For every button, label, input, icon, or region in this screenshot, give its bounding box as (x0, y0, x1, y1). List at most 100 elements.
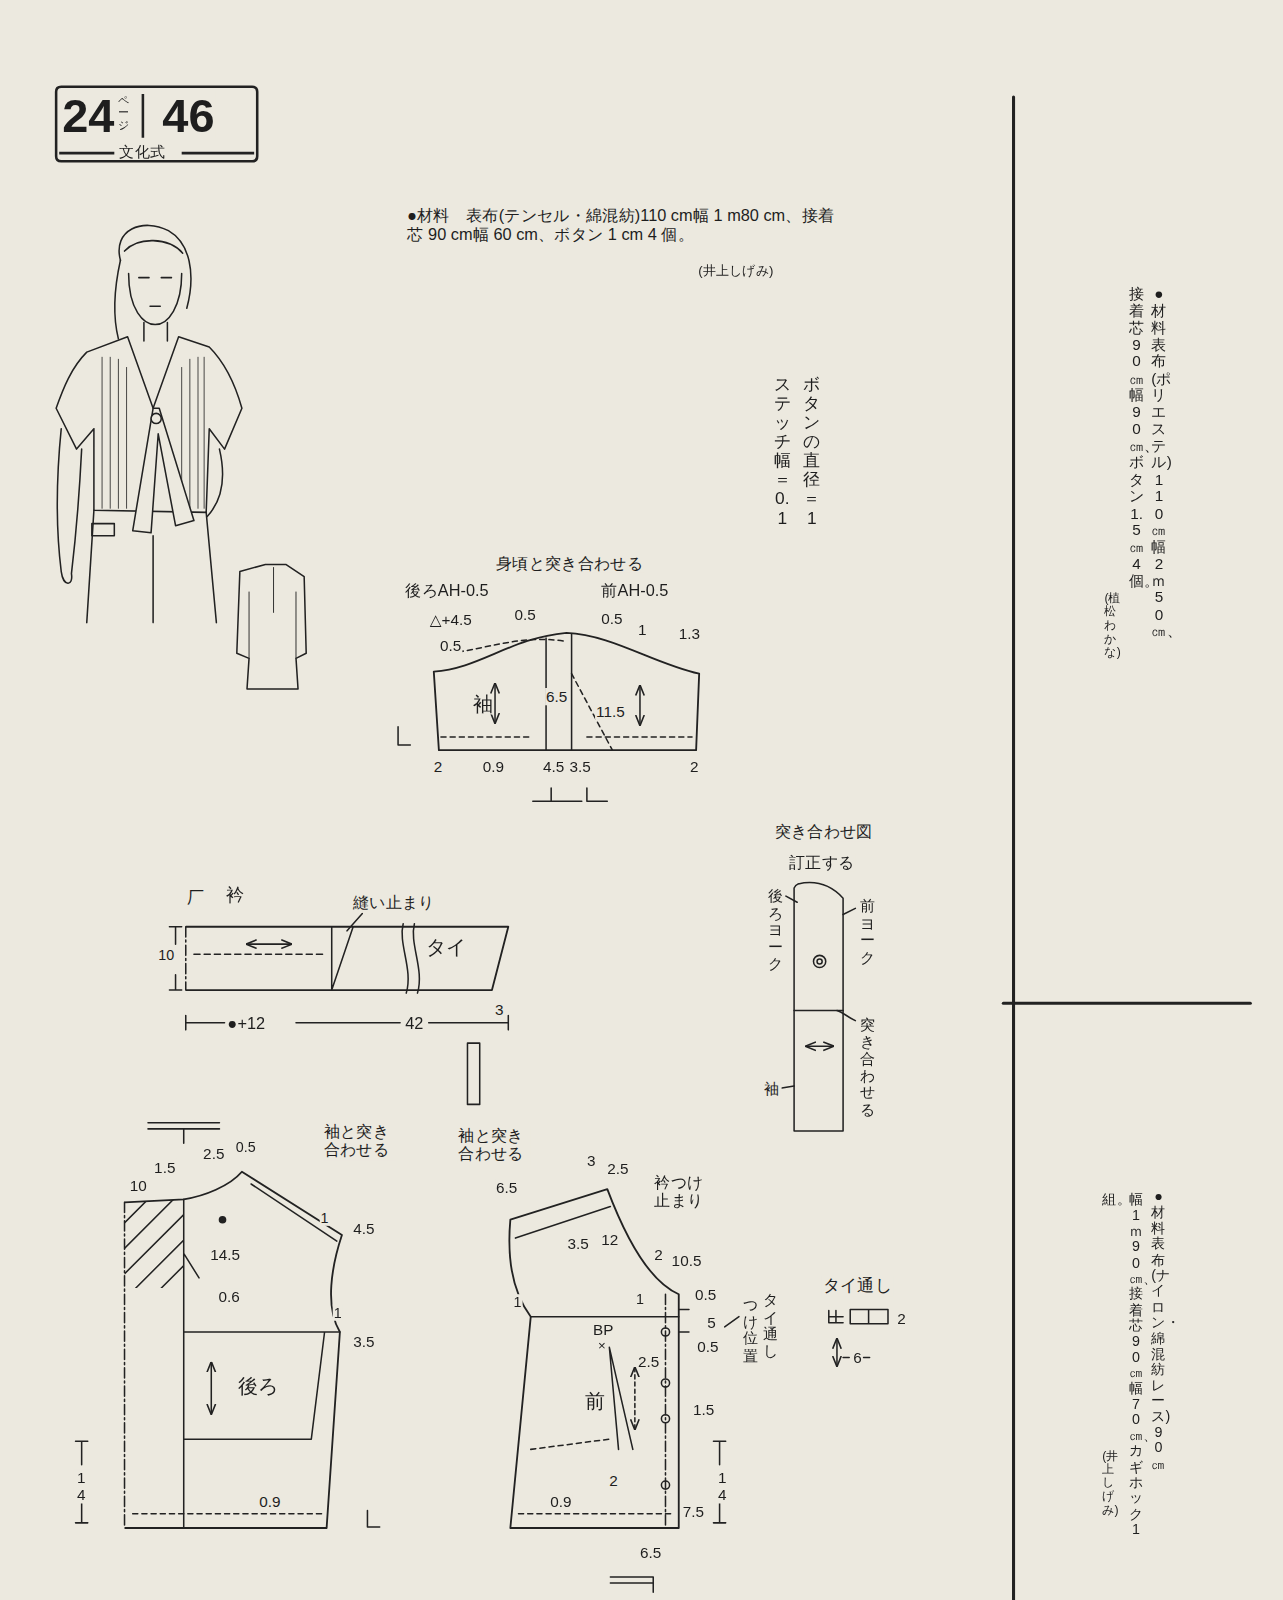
dimension-number: 0.5 (235, 1139, 257, 1155)
piece-outline-path (186, 927, 509, 990)
back-detail-part (112, 1153, 194, 1362)
panel-rule-part (1003, 1002, 1250, 1005)
dimension-number: ●+12 (227, 1015, 267, 1034)
dimension-number: 2.5 (637, 1352, 660, 1370)
back-detail-part (219, 1217, 225, 1223)
annotation-text: 袖と突き 合わせる (457, 1127, 530, 1165)
figure-illustration-part (87, 510, 217, 622)
front-detail-part (519, 1439, 674, 1514)
butted-seam-diagram-part (794, 883, 843, 1131)
dimension-number: 14.5 (209, 1245, 241, 1263)
dimension-number: 0.5 (513, 605, 536, 623)
front-detail-part (665, 1294, 667, 1528)
sleeve-detail-part (441, 639, 692, 750)
dimension-number: 1.3 (678, 625, 701, 643)
dimension-number: 0.9 (549, 1492, 572, 1510)
front-detail-part (610, 1577, 653, 1592)
figure-illustration-part (237, 564, 306, 689)
butted-seam-diagram (782, 883, 855, 1131)
annotation-text: ●材料 表布(ポリエステル)110㎝幅2ｍ50㎝、 (1151, 286, 1166, 640)
dimension-number: 0.5 (600, 609, 623, 627)
dimension-number: △+4.5 (429, 610, 473, 628)
dimension-number: 2.5 (202, 1145, 225, 1163)
figure-illustration (56, 225, 306, 689)
annotation-text: つけ位置 (743, 1296, 758, 1363)
dimension-number: 6.5 (495, 1179, 518, 1197)
figure-illustration-part (129, 274, 182, 325)
butted-seam-diagram-part (813, 955, 825, 967)
pattern-art-part (56, 97, 1250, 1600)
sleeve-detail-part (494, 684, 496, 723)
dimension-number: 1.5 (692, 1400, 715, 1418)
dimension-number: 5 (706, 1314, 717, 1332)
dimension-number: 2 (896, 1310, 907, 1328)
butted-seam-diagram-part (794, 1010, 843, 1012)
collar-detail-part (247, 943, 291, 945)
annotation-text: ボタンの直径＝1 (803, 376, 820, 529)
annotation-text: ステッチ幅＝0.1 (774, 376, 791, 529)
tie-loop-piece-part (836, 1339, 838, 1366)
collar-detail-part (185, 927, 187, 990)
piece-name: 24 (61, 92, 115, 139)
piece-text: ページ (118, 94, 129, 131)
annotation-text: 組。 (1102, 1192, 1116, 1208)
dimension-number: 6.5 (545, 688, 568, 706)
dimension-number: 4.5 (352, 1220, 375, 1238)
piece-text: 文化式 (118, 144, 166, 159)
dimension-number: 1 (512, 1294, 522, 1310)
front-detail-part (515, 1206, 678, 1449)
back-detail-part (124, 1202, 126, 1528)
figure-illustration-part (139, 278, 172, 307)
back-detail (76, 1123, 380, 1528)
dimension-number: 0.5 (694, 1286, 717, 1304)
annotation-text: 後ろヨーク (768, 888, 783, 972)
tie-loop-piece (829, 1310, 888, 1366)
collar-detail (169, 914, 508, 1105)
butted-seam-diagram-part (782, 896, 855, 1088)
back-detail-part-part (112, 1153, 194, 1362)
dimension-number: 0.9 (258, 1492, 281, 1510)
annotation-text: タイ通し (822, 1276, 893, 1296)
dimension-number: 3 (586, 1151, 597, 1169)
figure-illustration-part (115, 260, 121, 339)
butted-seam-diagram-part (817, 959, 822, 964)
sleeve-detail-part (639, 686, 641, 725)
dimension-number: 4.5 (542, 757, 565, 775)
dimension-number: 10 (129, 1177, 148, 1195)
sleeve-detail (398, 634, 692, 801)
dimension-number: 1 (333, 1304, 343, 1320)
dimension-number: 3.5 (566, 1235, 589, 1253)
dimension-number: 2 (608, 1472, 619, 1490)
annotation-text: BP (592, 1321, 614, 1339)
figure-illustration-part (144, 323, 167, 341)
annotation-text: (植松わかな) (1104, 592, 1116, 659)
figure-illustration-part (92, 524, 114, 536)
dimension-number: 3.5 (352, 1333, 375, 1351)
annotation-text: 袖と突き 合わせる (323, 1123, 396, 1161)
dimension-number: × (597, 1339, 607, 1354)
front-detail (515, 1206, 739, 1592)
collar-detail-part (194, 954, 327, 956)
dimension-number: 2 (433, 757, 444, 775)
annotation-text: 厂 (186, 888, 205, 908)
front-detail-part (634, 1368, 636, 1429)
collar-detail-part (332, 914, 363, 991)
front-detail-part (679, 1310, 739, 1332)
annotation-text: 訂正する (788, 853, 855, 872)
title-badge: 24ページ 46 文化式 (56, 87, 257, 162)
tie-loop-piece-part (829, 1311, 843, 1323)
panel-rule-part (1012, 97, 1015, 1600)
figure-illustration-part (57, 429, 81, 584)
annotation-text: 衿つけ 止まり (653, 1174, 712, 1212)
piece-text: 46 (161, 92, 215, 139)
annotation-text: 前AH-0.5 (600, 582, 669, 601)
dimension-number: 7.5 (682, 1502, 705, 1520)
dimension-number: 0.9 (482, 757, 505, 775)
dimension-number: 14 (714, 1470, 729, 1504)
dimension-number: 10.5 (671, 1251, 703, 1269)
dimension-number: 1 (637, 621, 648, 639)
annotation-text: 幅1ｍ90㎝、接着芯90㎝幅70㎝、カギホック1 (1129, 1192, 1143, 1538)
dimension-number: 10 (157, 947, 175, 963)
dimension-number: 2.5 (606, 1159, 629, 1177)
dimension-number: 11.5 (595, 702, 626, 720)
